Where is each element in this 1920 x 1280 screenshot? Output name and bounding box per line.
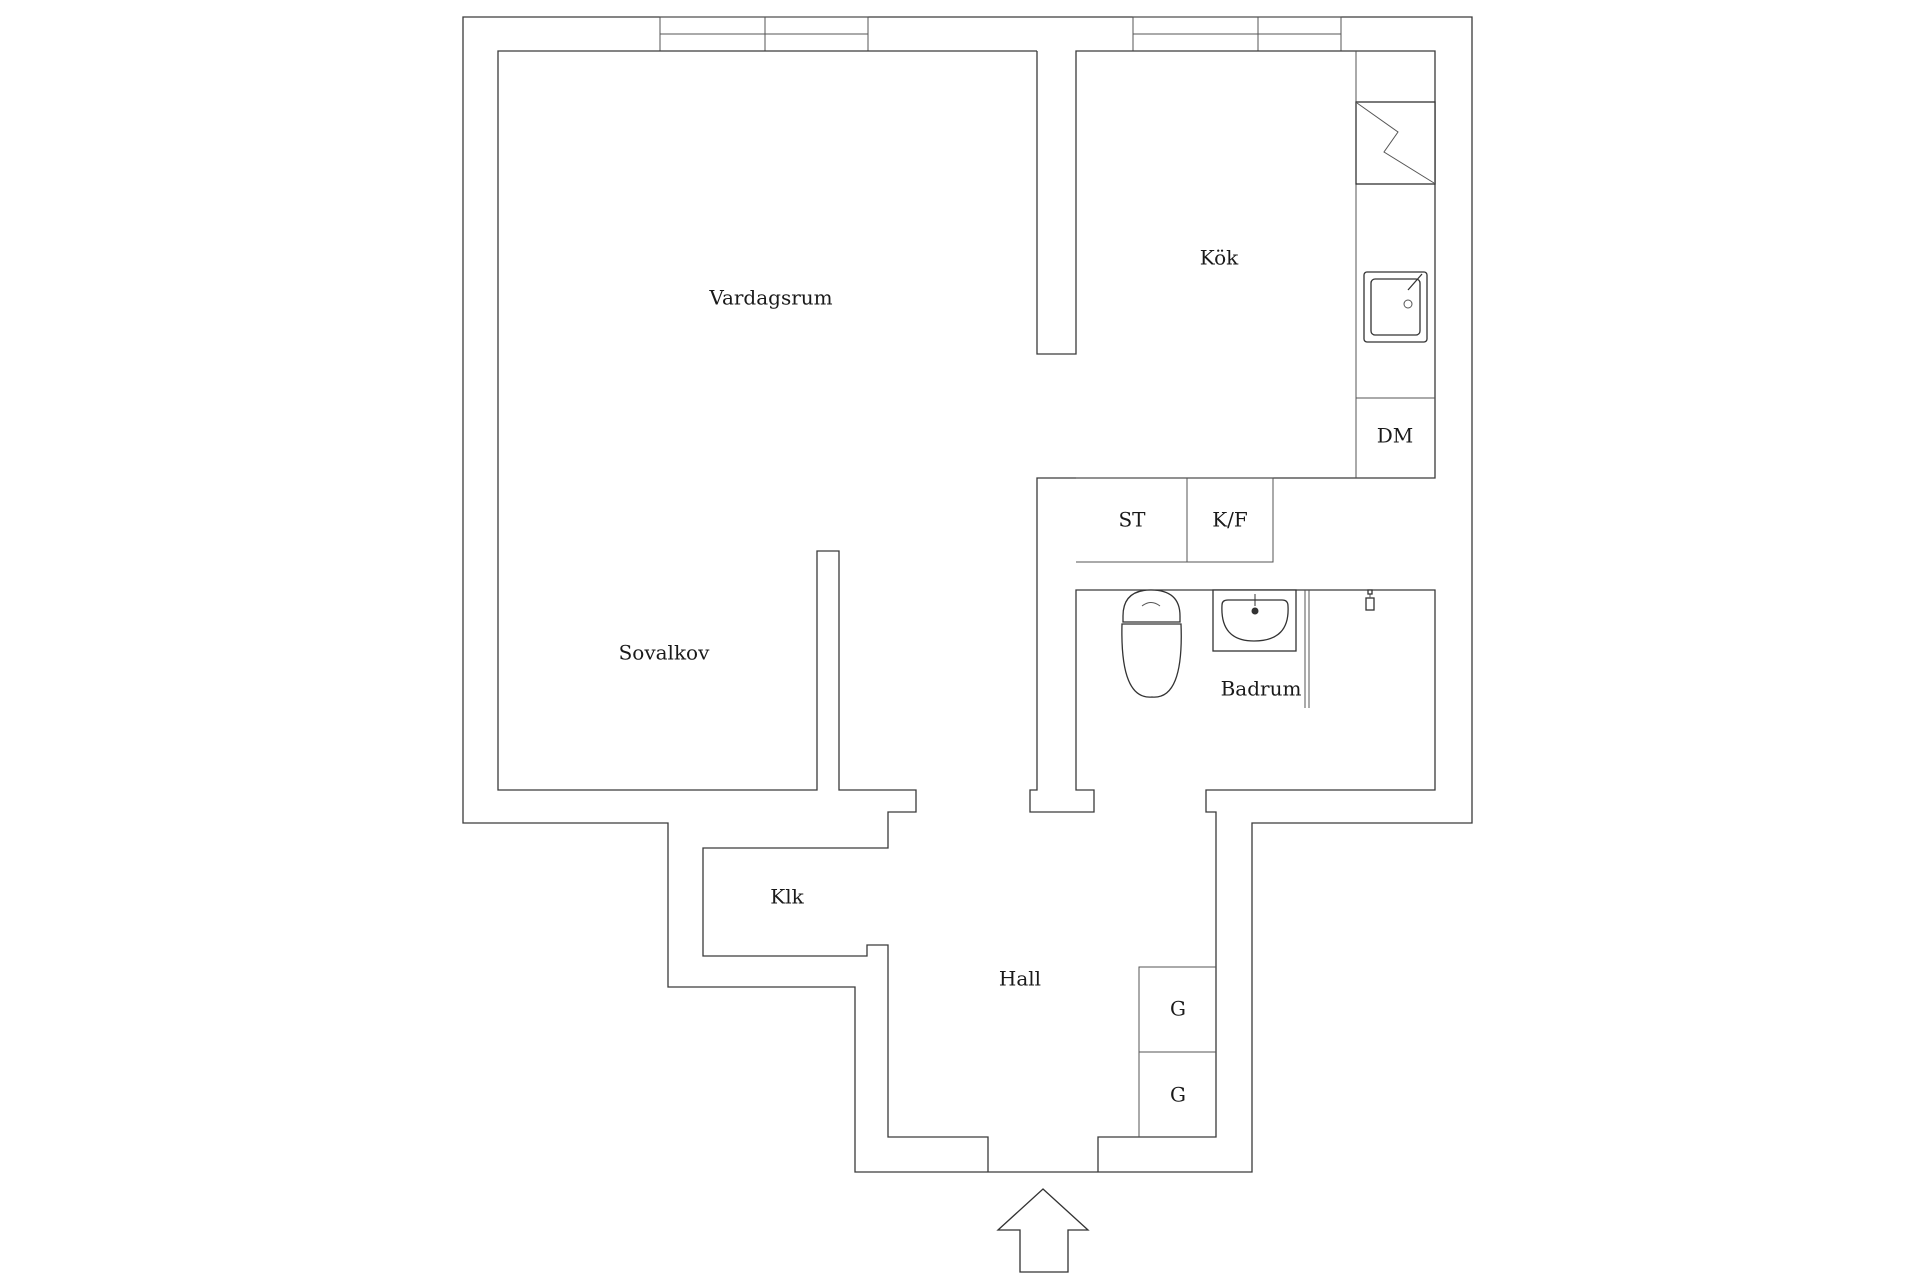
toilet-icon xyxy=(1121,589,1182,698)
label-sovalkov: Sovalkov xyxy=(619,641,711,665)
stove-icon xyxy=(1355,101,1436,185)
window-right xyxy=(1132,16,1342,52)
label-hall: Hall xyxy=(999,967,1041,991)
outer-wall xyxy=(462,16,1473,1173)
label-badrum: Badrum xyxy=(1221,677,1302,701)
st-kf-storage xyxy=(1076,477,1274,563)
klk-wall xyxy=(702,847,989,1172)
shower-head-icon xyxy=(1365,589,1375,611)
kok-wall xyxy=(1036,50,1436,479)
label-g-upper: G xyxy=(1170,997,1186,1021)
washbasin-icon xyxy=(1212,589,1297,652)
vardagsrum-wall xyxy=(497,50,1037,849)
kitchen-sink-icon xyxy=(1363,271,1428,343)
label-kok: Kök xyxy=(1200,246,1239,270)
g-cabinets xyxy=(1138,966,1216,1137)
window-left xyxy=(659,16,869,52)
label-g-lower: G xyxy=(1170,1083,1186,1107)
label-kf: K/F xyxy=(1212,508,1248,532)
corridor-wall xyxy=(1029,477,1436,1172)
label-klk: Klk xyxy=(770,885,804,909)
entrance-arrow-icon xyxy=(996,1188,1090,1273)
label-st: ST xyxy=(1118,508,1146,532)
label-vardagsrum: Vardagsrum xyxy=(708,286,832,310)
label-dm: DM xyxy=(1377,424,1414,448)
shower-screen xyxy=(1304,590,1310,708)
